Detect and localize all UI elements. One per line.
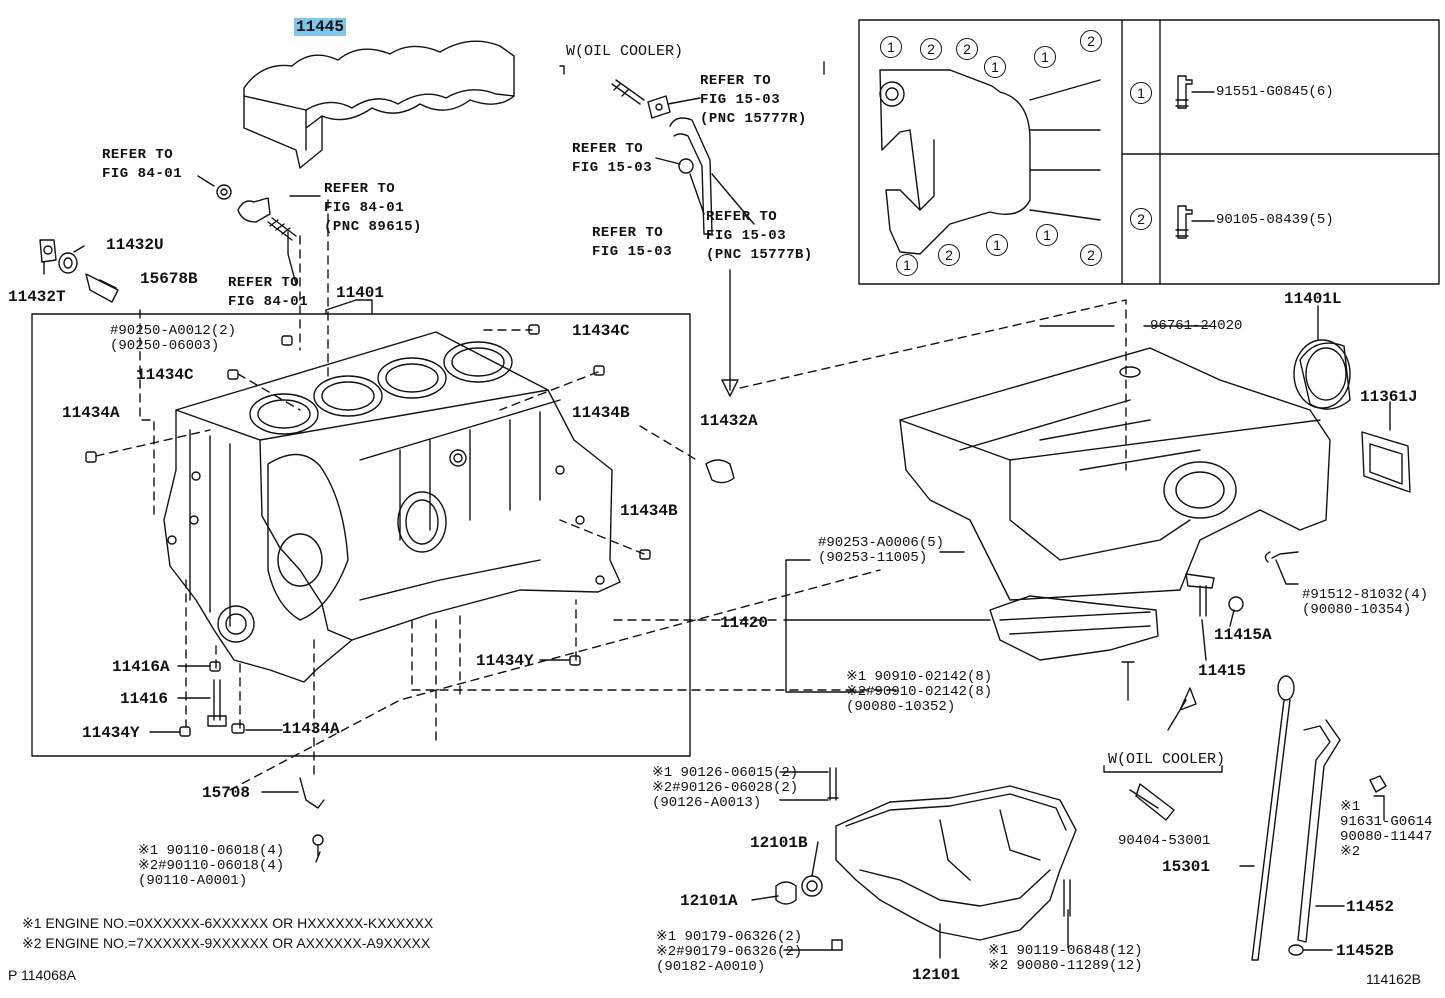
inset-circle: 1 bbox=[1034, 46, 1056, 68]
part-11452B-label[interactable]: 11452B bbox=[1336, 942, 1394, 960]
part-11361J-label[interactable]: 11361J bbox=[1360, 388, 1418, 406]
part-11434A-label-a[interactable]: 11434A bbox=[62, 404, 120, 422]
part-11432T-label[interactable]: 11432T bbox=[8, 288, 66, 306]
bolt-90105-label[interactable]: 90105-08439(5) bbox=[1216, 212, 1334, 228]
part-11434B-label-b[interactable]: 11434B bbox=[620, 502, 678, 520]
part-11432A-label[interactable]: 11432A bbox=[700, 412, 758, 430]
part-11434B-label-a[interactable]: 11434B bbox=[572, 404, 630, 422]
block-group-frame bbox=[31, 313, 691, 757]
part-11420-label[interactable]: 11420 bbox=[720, 614, 769, 632]
part-11434A-label-b[interactable]: 11434A bbox=[282, 720, 340, 738]
inset-circle: 2 bbox=[920, 38, 942, 60]
part-12101A-label[interactable]: 12101A bbox=[680, 892, 738, 910]
bolt-91551-label[interactable]: 91551-G0845(6) bbox=[1216, 84, 1334, 100]
part-12101-label[interactable]: 12101 bbox=[912, 966, 961, 984]
cylinder-head-cover-drawing bbox=[243, 40, 515, 169]
part-15678B-label[interactable]: 15678B bbox=[140, 270, 198, 288]
inset-circle: 2 bbox=[1080, 30, 1102, 52]
part-11432U-label[interactable]: 11432U bbox=[106, 236, 164, 254]
part-90119-label[interactable]: ※1 90119-06848(12)※2 90080-11289(12) bbox=[988, 943, 1143, 974]
part-15301-label[interactable]: 15301 bbox=[1162, 858, 1211, 876]
part-11415-label[interactable]: 11415 bbox=[1198, 662, 1247, 680]
part-11445-label[interactable]: 11445 bbox=[294, 18, 347, 36]
part-96761-label[interactable]: 96761-24020 bbox=[1150, 318, 1243, 334]
leader-lines bbox=[43, 61, 1391, 959]
part-90126-label[interactable]: ※1 90126-06015(2)※2#90126-06028(2)(90126… bbox=[652, 765, 799, 811]
inset-circle: 2 bbox=[1080, 244, 1102, 266]
mount-hardware-drawing bbox=[39, 79, 739, 397]
bolt-ref-circle-2: 2 bbox=[1130, 208, 1152, 230]
part-11434Y-label-a[interactable]: 11434Y bbox=[82, 724, 140, 742]
inset-circle: 2 bbox=[938, 244, 960, 266]
inset-circle: 1 bbox=[984, 56, 1006, 78]
part-11434Y-label-b[interactable]: 11434Y bbox=[476, 652, 534, 670]
stiffening-crankcase-drawing bbox=[899, 339, 1411, 731]
block-dashed-leaders bbox=[95, 199, 1127, 791]
inset-circle: 2 bbox=[956, 38, 978, 60]
inset-circle: 1 bbox=[880, 36, 902, 58]
part-90253-label[interactable]: #90253-A0006(5)(90253-11005) bbox=[818, 535, 945, 566]
part-11401L-label[interactable]: 11401L bbox=[1284, 290, 1342, 308]
part-90250-label[interactable]: #90250-A0012(2)(90250-06003) bbox=[110, 323, 237, 354]
engine-note-2: ※2 ENGINE NO.=7XXXXXX-9XXXXXX OR AXXXXXX… bbox=[22, 935, 431, 951]
part-91512-label[interactable]: #91512-81032(4)(90080-10354) bbox=[1302, 587, 1429, 618]
illustration-code-right: 114162B bbox=[1366, 971, 1422, 987]
part-15708-label[interactable]: 15708 bbox=[202, 784, 251, 802]
inset-circle: 1 bbox=[986, 234, 1008, 256]
part-90404-label[interactable]: 90404-53001 bbox=[1118, 833, 1211, 849]
bolt-ref-circle-1: 1 bbox=[1130, 82, 1152, 104]
oil-pan-drawing bbox=[299, 767, 1077, 951]
illustration-code-left: P 114068A bbox=[8, 967, 76, 983]
part-11434C-label-a[interactable]: 11434C bbox=[572, 322, 630, 340]
part-12101B-label[interactable]: 12101B bbox=[750, 834, 808, 852]
pins-drawing bbox=[85, 324, 735, 737]
part-90110-label[interactable]: ※1 90110-06018(4)※2#90110-06018(4)(90110… bbox=[138, 843, 285, 889]
part-11415A-label[interactable]: 11415A bbox=[1214, 626, 1272, 644]
oil-cooler-header-bottom: W(OIL COOLER) bbox=[1108, 751, 1226, 768]
part-90179-label[interactable]: ※1 90179-06326(2)※2#90179-06326(2)(90182… bbox=[656, 929, 803, 975]
bolt-inset-drawing bbox=[858, 19, 1440, 285]
engine-note-1: ※1 ENGINE NO.=0XXXXXX-6XXXXXX OR HXXXXXX… bbox=[22, 915, 434, 931]
cylinder-block-drawing bbox=[163, 331, 621, 683]
part-11452-label[interactable]: 11452 bbox=[1346, 898, 1395, 916]
oil-cooler-header-top: W(OIL COOLER) bbox=[566, 43, 684, 60]
dipstick-drawing bbox=[1135, 675, 1387, 961]
inset-circle: 1 bbox=[1036, 224, 1058, 246]
part-11434C-label-b[interactable]: 11434C bbox=[136, 366, 194, 384]
part-11401-label[interactable]: 11401 bbox=[336, 284, 385, 302]
part-90910-label[interactable]: ※1 90910-02142(8)※2#90910-02142(8)(90080… bbox=[846, 669, 993, 715]
part-11416A-label[interactable]: 11416A bbox=[112, 658, 170, 676]
part-11416-label[interactable]: 11416 bbox=[120, 690, 169, 708]
inset-circle: 1 bbox=[896, 254, 918, 276]
